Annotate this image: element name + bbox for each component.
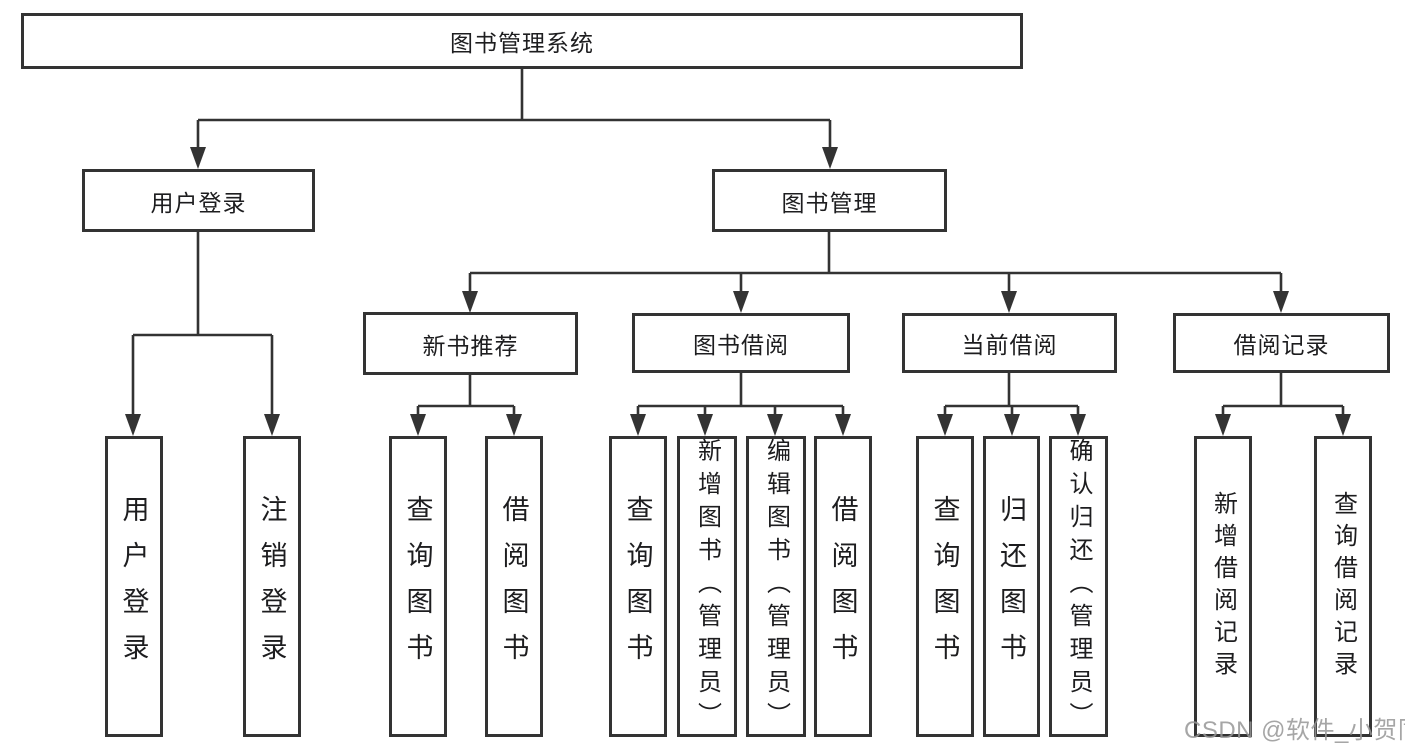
- node-new-book-recommend: 新书推荐: [363, 312, 578, 375]
- node-label: 图书借阅: [693, 332, 789, 358]
- leaf-recommend-query-book: 查询图书: [389, 436, 447, 737]
- node-borrowing-records: 借阅记录: [1173, 313, 1390, 373]
- arrow-down-icon: [410, 414, 426, 436]
- node-book-borrowing: 图书借阅: [632, 313, 850, 373]
- arrow-down-icon: [264, 414, 280, 436]
- arrow-down-icon: [1335, 414, 1351, 436]
- leaf-borrowing-add-book-admin: 新增图书（管理员）: [677, 436, 737, 737]
- arrow-down-icon: [462, 291, 478, 313]
- node-label: 注销登录: [256, 494, 287, 679]
- arrow-down-icons: [125, 147, 1351, 436]
- node-label: 查询图书: [402, 494, 433, 679]
- leaf-recommend-borrow-book: 借阅图书: [485, 436, 543, 737]
- arrow-down-icon: [506, 414, 522, 436]
- node-label: 新增图书（管理员）: [693, 438, 721, 735]
- node-user-login: 用户登录: [82, 169, 315, 232]
- arrow-down-icon: [733, 291, 749, 313]
- arrow-down-icon: [937, 414, 953, 436]
- node-label: 新增借阅记录: [1209, 490, 1237, 683]
- leaf-current-query-book: 查询图书: [916, 436, 974, 737]
- node-label: 借阅图书: [498, 494, 529, 679]
- tree-edges: [131, 69, 1345, 418]
- node-label: 归还图书: [996, 494, 1026, 679]
- arrow-down-icon: [630, 414, 646, 436]
- arrow-down-icon: [1215, 414, 1231, 436]
- node-label: 当前借阅: [961, 332, 1058, 358]
- leaf-records-add-record: 新增借阅记录: [1194, 436, 1252, 737]
- arrow-down-icon: [1273, 291, 1289, 313]
- arrow-down-icon: [190, 147, 206, 169]
- leaf-borrowing-borrow-book: 借阅图书: [814, 436, 872, 737]
- node-root-library-system: 图书管理系统: [21, 13, 1023, 69]
- node-label: 编辑图书（管理员）: [762, 438, 790, 735]
- node-label: 借阅记录: [1233, 332, 1330, 358]
- arrow-down-icon: [1001, 291, 1017, 313]
- leaf-records-query-record: 查询借阅记录: [1314, 436, 1372, 737]
- leaf-user-login: 用户登录: [105, 436, 163, 737]
- leaf-borrowing-edit-book-admin: 编辑图书（管理员）: [746, 436, 806, 737]
- arrow-down-icon: [822, 147, 838, 169]
- node-label: 借阅图书: [827, 494, 858, 679]
- node-label: 图书管理系统: [450, 30, 594, 56]
- node-current-borrowing: 当前借阅: [902, 313, 1117, 373]
- node-label: 新书推荐: [422, 332, 519, 359]
- node-label: 查询图书: [929, 494, 960, 679]
- node-label: 查询图书: [622, 494, 653, 679]
- leaf-current-confirm-return-admin: 确认归还（管理员）: [1049, 436, 1108, 737]
- leaf-borrowing-query-book: 查询图书: [609, 436, 667, 737]
- node-label: 确认归还（管理员）: [1065, 438, 1092, 735]
- node-label: 用户登录: [150, 189, 247, 216]
- leaf-current-return-book: 归还图书: [983, 436, 1040, 737]
- node-book-management: 图书管理: [712, 169, 947, 232]
- node-label: 图书管理: [781, 189, 878, 216]
- arrow-down-icon: [125, 414, 141, 436]
- arrow-down-icon: [835, 414, 851, 436]
- arrow-down-icon: [1070, 414, 1086, 436]
- arrow-down-icon: [1004, 414, 1020, 436]
- node-label: 查询借阅记录: [1329, 490, 1357, 683]
- arrow-down-icon: [767, 414, 783, 436]
- csdn-watermark: CSDN @软件_小贺同学: [1184, 717, 1405, 744]
- leaf-logout-login: 注销登录: [243, 436, 301, 737]
- node-label: 用户登录: [118, 494, 149, 679]
- arrow-down-icon: [697, 414, 713, 436]
